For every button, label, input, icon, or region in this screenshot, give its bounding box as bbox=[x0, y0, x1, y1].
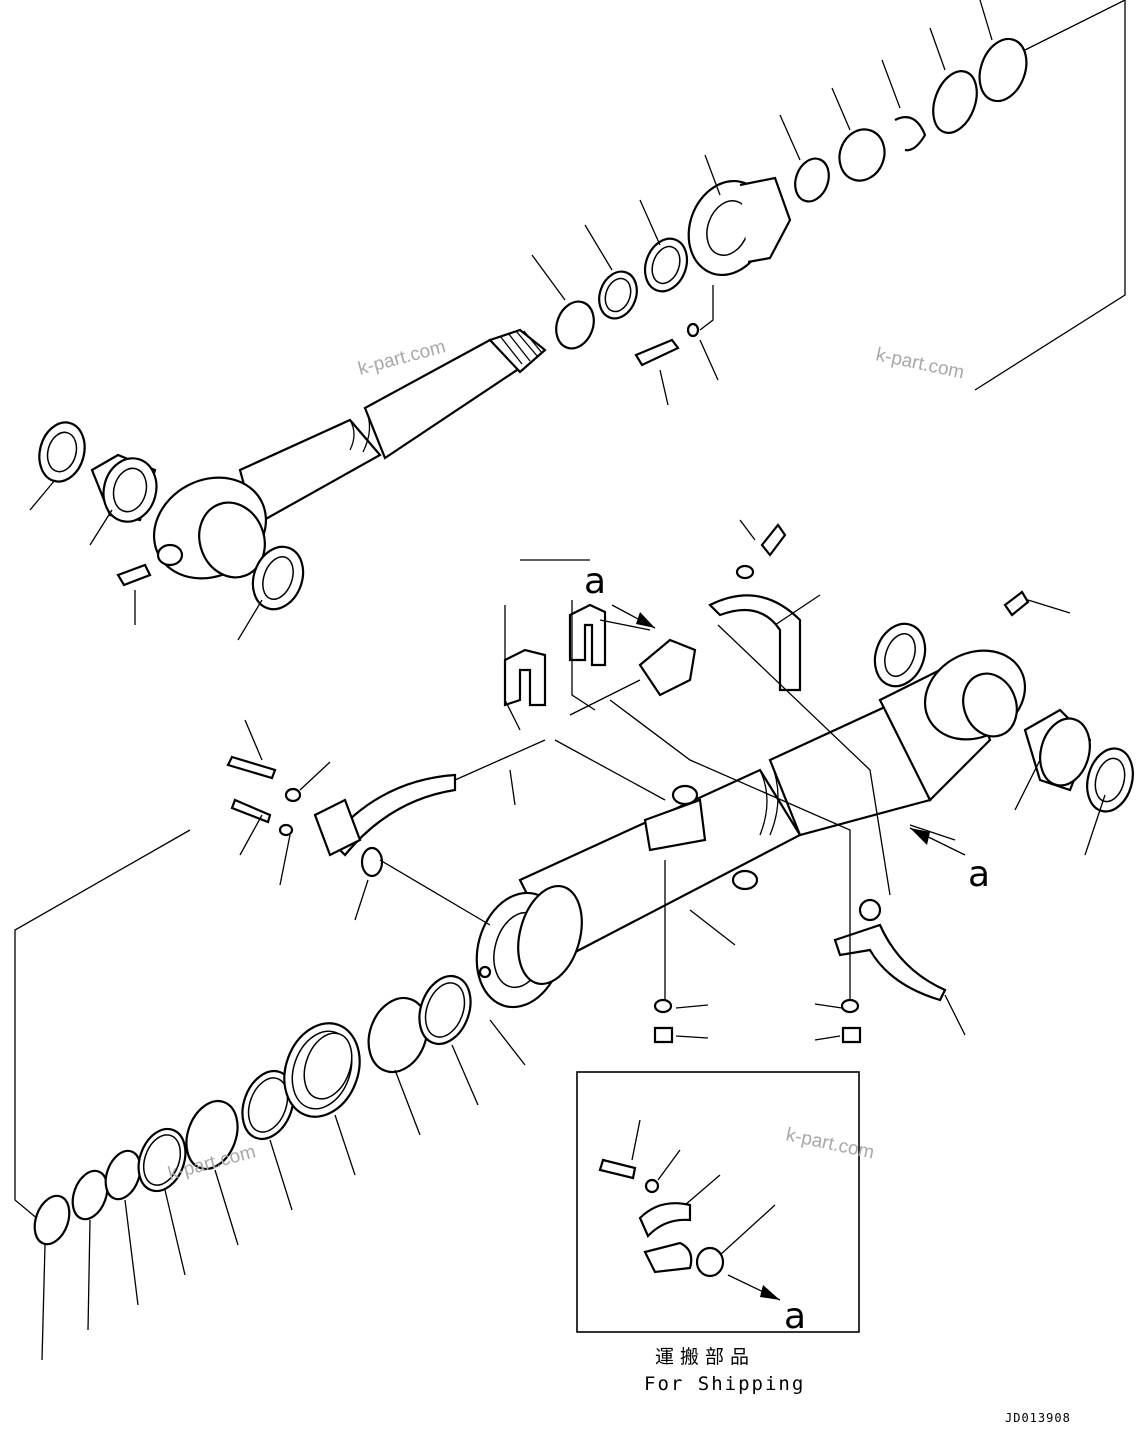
shipping-caption-en: For Shipping bbox=[644, 1373, 805, 1395]
callout-label: a bbox=[584, 561, 606, 602]
watermark: k-part.com bbox=[874, 344, 966, 383]
callout-label: a bbox=[784, 1296, 806, 1337]
shipping-caption-jp: 運搬部品 bbox=[655, 1346, 755, 1368]
callout-label: a bbox=[968, 854, 990, 895]
drawing-code: JD013908 bbox=[1005, 1411, 1071, 1425]
piston-rod-assembly bbox=[29, 0, 1126, 641]
shipping-inset bbox=[576, 1071, 860, 1333]
watermark: k-part.com bbox=[784, 1124, 876, 1163]
head-seal-kit bbox=[33, 965, 492, 1361]
cylinder-tube-assembly bbox=[14, 519, 1134, 1226]
reference-arrows bbox=[611, 604, 966, 1301]
